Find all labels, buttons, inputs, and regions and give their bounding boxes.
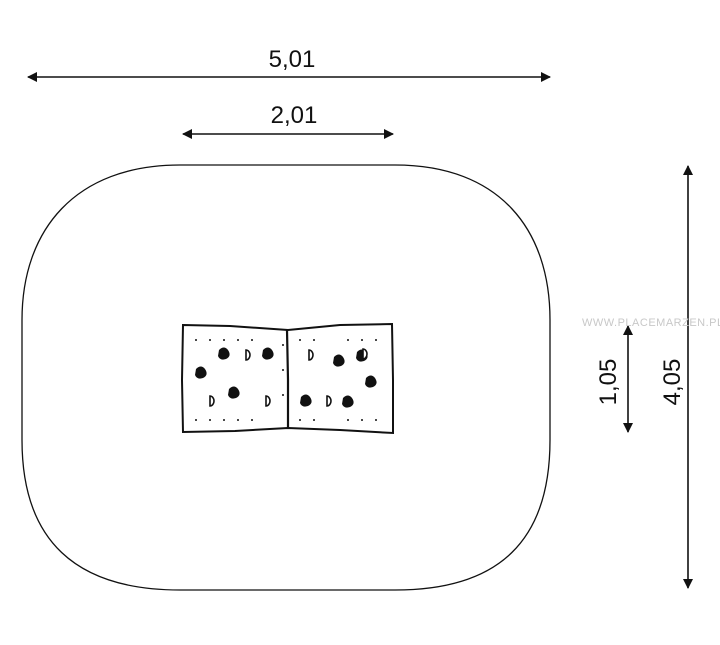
climbing-holds-outlined — [209, 348, 368, 407]
panel-depth-dimension: 1,05 — [595, 325, 633, 433]
overall-depth-dimension: 4,05 — [659, 165, 693, 589]
panel-divider — [285, 329, 290, 428]
panel-width-label: 2,01 — [271, 102, 318, 129]
overall-width-dimension: 5,01 — [27, 46, 551, 82]
panel-width-dimension: 2,01 — [182, 102, 394, 139]
panel-depth-label: 1,05 — [595, 359, 622, 406]
safety-zone-outline — [21, 164, 551, 591]
bolt-holes — [195, 339, 377, 421]
overall-depth-label: 4,05 — [659, 359, 686, 406]
climbing-holds-filled — [195, 347, 377, 408]
watermark-text: WWW.PLACEMARZEN.PL — [582, 317, 720, 329]
overall-width-label: 5,01 — [269, 46, 316, 73]
climbing-wall-panel — [180, 322, 394, 435]
